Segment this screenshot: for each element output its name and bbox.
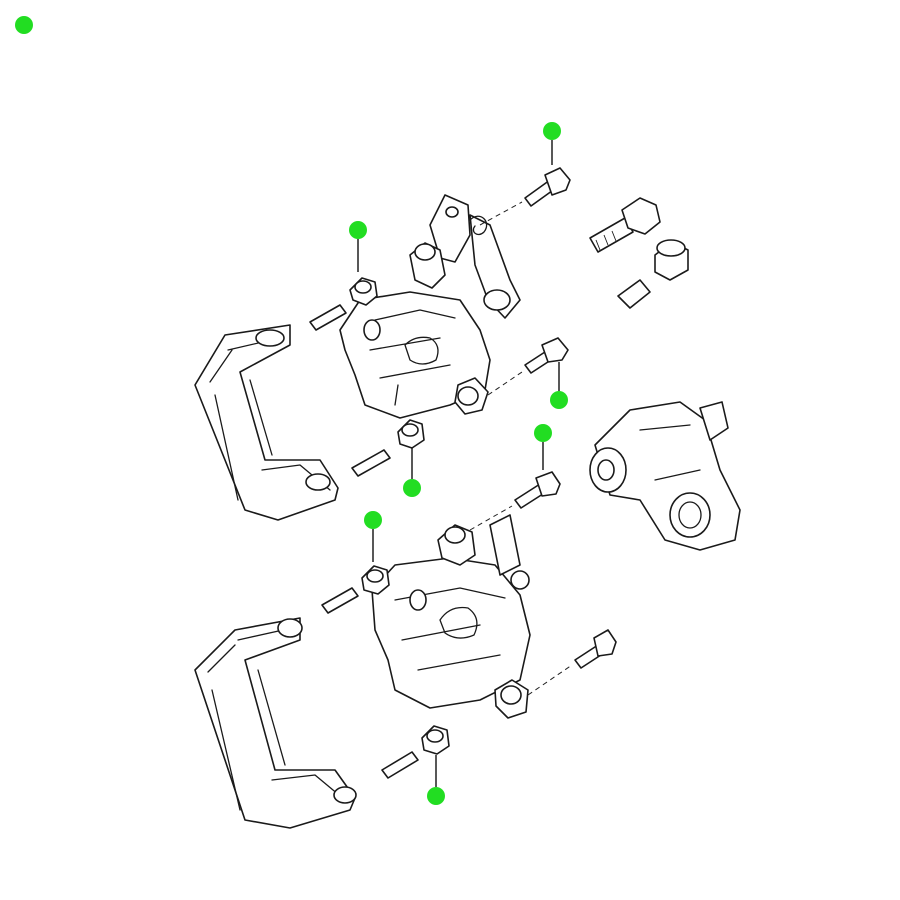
lower-bolts bbox=[469, 471, 617, 696]
callout-marker bbox=[364, 511, 382, 529]
callout-marker bbox=[534, 424, 552, 442]
callout-marker bbox=[550, 391, 568, 409]
lower-caliper-bracket bbox=[194, 617, 357, 829]
lower-guide-pins bbox=[321, 587, 419, 779]
parking-brake-actuator-motor bbox=[589, 401, 741, 551]
lower-caliper-body bbox=[371, 557, 531, 709]
callout-marker bbox=[543, 122, 561, 140]
callout-markers bbox=[15, 16, 568, 805]
callout-marker bbox=[349, 221, 367, 239]
lower-dust-caps bbox=[361, 565, 450, 755]
upper-dust-caps bbox=[349, 277, 425, 449]
callout-marker bbox=[15, 16, 33, 34]
upper-guide-pin-boots bbox=[409, 242, 489, 415]
lower-guide-pin-boots bbox=[437, 514, 529, 719]
bleeder-bolt bbox=[589, 197, 661, 253]
upper-parking-brake-lever bbox=[429, 194, 521, 319]
upper-caliper-bracket bbox=[194, 324, 339, 521]
upper-guide-pins bbox=[309, 304, 391, 477]
callout-marker bbox=[403, 479, 421, 497]
upper-bolts bbox=[479, 167, 571, 396]
callout-marker bbox=[427, 787, 445, 805]
bleeder-screw bbox=[617, 239, 689, 309]
